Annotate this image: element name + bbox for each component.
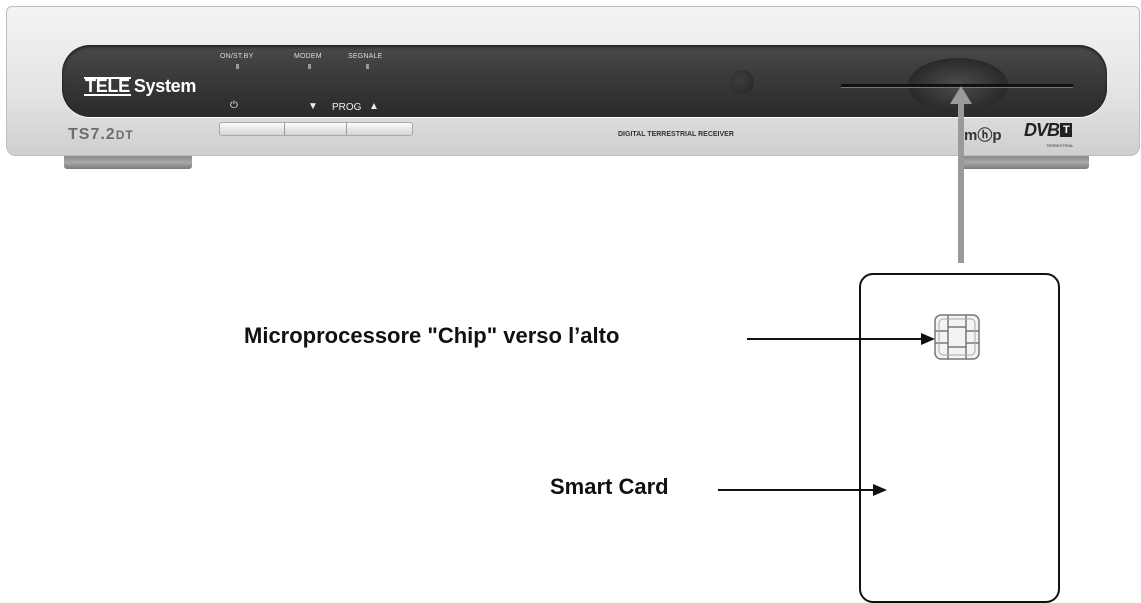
chip-pointer-line	[747, 338, 923, 340]
button-separator	[284, 123, 285, 135]
model-name: TS7.2DT	[68, 126, 134, 144]
receiver-type-label: DIGITAL TERRESTRIAL RECEIVER	[618, 131, 734, 138]
prog-down-icon: ▼	[308, 101, 318, 112]
chip-pointer-arrowhead	[921, 333, 935, 345]
prog-up-icon: ▲	[369, 101, 379, 112]
model-main: TS7.2	[68, 126, 116, 143]
card-annotation: Smart Card	[550, 474, 669, 499]
right-foot	[961, 156, 1089, 169]
standby-led	[236, 64, 239, 69]
modem-led	[308, 64, 311, 69]
prog-label: PROG	[332, 102, 362, 113]
indicator-label-standby: ON/ST.BY	[220, 53, 254, 60]
left-foot	[64, 156, 192, 169]
dvb-logo-subtitle: TERRESTRIAL	[1046, 143, 1074, 148]
logo-tele: TELE	[84, 76, 131, 96]
chip-annotation: Microprocessore "Chip" verso l’alto	[244, 323, 620, 348]
card-pointer-line	[718, 489, 875, 491]
button-separator	[346, 123, 347, 135]
model-suffix: DT	[115, 128, 134, 142]
slot-pointer-arrowhead	[950, 86, 972, 104]
logo-system: System	[133, 76, 197, 96]
indicator-label-modem: MODEM	[294, 53, 322, 60]
ir-sensor	[730, 70, 754, 94]
card-pointer-arrowhead	[873, 484, 887, 496]
signal-led	[366, 64, 369, 69]
dvb-logo-text: DVB	[1024, 120, 1060, 140]
front-button-strip[interactable]	[219, 122, 413, 136]
mhp-logo: mⓗp	[964, 127, 1002, 144]
slot-pointer-shaft	[958, 103, 964, 263]
dvb-logo-t: T	[1060, 123, 1072, 137]
indicator-label-signal: SEGNALE	[348, 53, 383, 60]
power-icon: ⏻	[230, 100, 238, 111]
chip-icon	[934, 314, 980, 360]
